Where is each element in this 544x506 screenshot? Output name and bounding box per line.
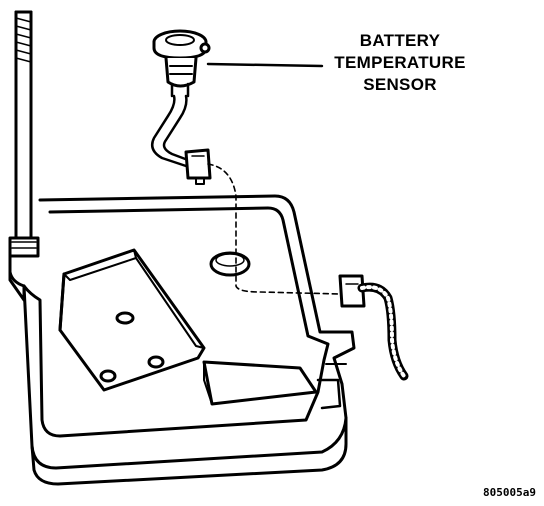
harness-connector [338, 274, 366, 308]
harness-wire [357, 282, 409, 381]
sensor-connector [184, 148, 212, 185]
figure-code: 805005a9 [483, 486, 536, 499]
label-line-1: BATTERY [359, 31, 441, 50]
temperature-sensor [152, 29, 211, 98]
wire-route-dashed [207, 163, 341, 295]
hold-down-rod [8, 10, 40, 258]
label-line-3: SENSOR [363, 75, 437, 94]
battery-tray [8, 194, 356, 486]
tray-pocket [58, 248, 206, 392]
sensor-mounting-hole [209, 251, 251, 277]
label-line-2: TEMPERATURE [334, 53, 466, 72]
tray-step [202, 360, 318, 406]
callout-leader [206, 62, 324, 68]
sensor-wire [151, 94, 190, 168]
